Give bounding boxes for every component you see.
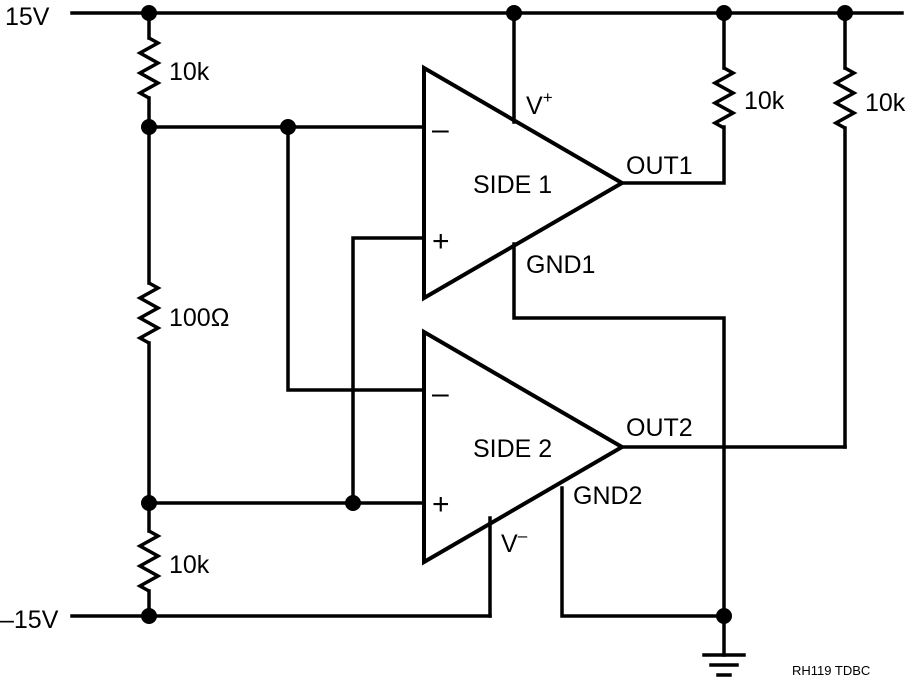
resistor-bottom-left-label: 10k bbox=[169, 551, 210, 579]
side2-noninverting-sign: + bbox=[432, 488, 450, 521]
side1-noninverting-sign: + bbox=[432, 225, 450, 258]
side1-out-wire bbox=[620, 125, 726, 185]
side2-label: SIDE 2 bbox=[473, 435, 552, 463]
side1-vplus-label: V+ bbox=[526, 88, 553, 120]
junction-dot bbox=[345, 495, 361, 511]
ground-icon bbox=[702, 614, 746, 677]
side2-inverting-sign: – bbox=[432, 377, 449, 410]
junction-dot bbox=[506, 5, 522, 21]
resistor-top-left bbox=[136, 36, 162, 100]
left-divider-chain bbox=[136, 11, 162, 618]
resistor-out1-pullup bbox=[711, 66, 737, 130]
figure-id-label: RH119 TDBC bbox=[792, 663, 870, 678]
side1-gnd-label: GND1 bbox=[526, 251, 595, 279]
side1-label: SIDE 1 bbox=[473, 171, 552, 199]
resistor-out2-pullup bbox=[832, 66, 858, 130]
junction-dot bbox=[141, 119, 157, 135]
side2-gnd-wire bbox=[560, 486, 726, 618]
junction-dot bbox=[141, 608, 157, 624]
side1-comparator bbox=[422, 64, 626, 302]
side2-vminus-label: V– bbox=[501, 526, 528, 558]
side2-out-label: OUT2 bbox=[626, 414, 693, 442]
resistor-out2-pullup-label: 10k bbox=[865, 89, 906, 117]
side2-comparator bbox=[422, 328, 626, 566]
junction-dot bbox=[141, 495, 157, 511]
junction-dot bbox=[141, 5, 157, 21]
resistor-out1-pullup-label: 10k bbox=[744, 87, 785, 115]
side2-gnd-label: GND2 bbox=[573, 482, 642, 510]
resistor-mid-left-label: 100Ω bbox=[169, 304, 229, 332]
positive-rail-label: 15V bbox=[5, 3, 50, 31]
side1-gnd-wire bbox=[512, 242, 726, 618]
side1-out-label: OUT1 bbox=[626, 152, 693, 180]
junction-dot bbox=[280, 119, 296, 135]
junction-dots bbox=[141, 5, 853, 624]
junction-dot bbox=[716, 608, 732, 624]
resistor-bottom-left bbox=[136, 529, 162, 593]
junction-dot bbox=[837, 5, 853, 21]
junction-dot bbox=[716, 5, 732, 21]
resistor-mid-left bbox=[136, 281, 162, 345]
resistor-top-left-label: 10k bbox=[169, 58, 210, 86]
negative-rail-label: –15V bbox=[0, 606, 59, 634]
side1-inverting-sign: – bbox=[432, 113, 449, 146]
